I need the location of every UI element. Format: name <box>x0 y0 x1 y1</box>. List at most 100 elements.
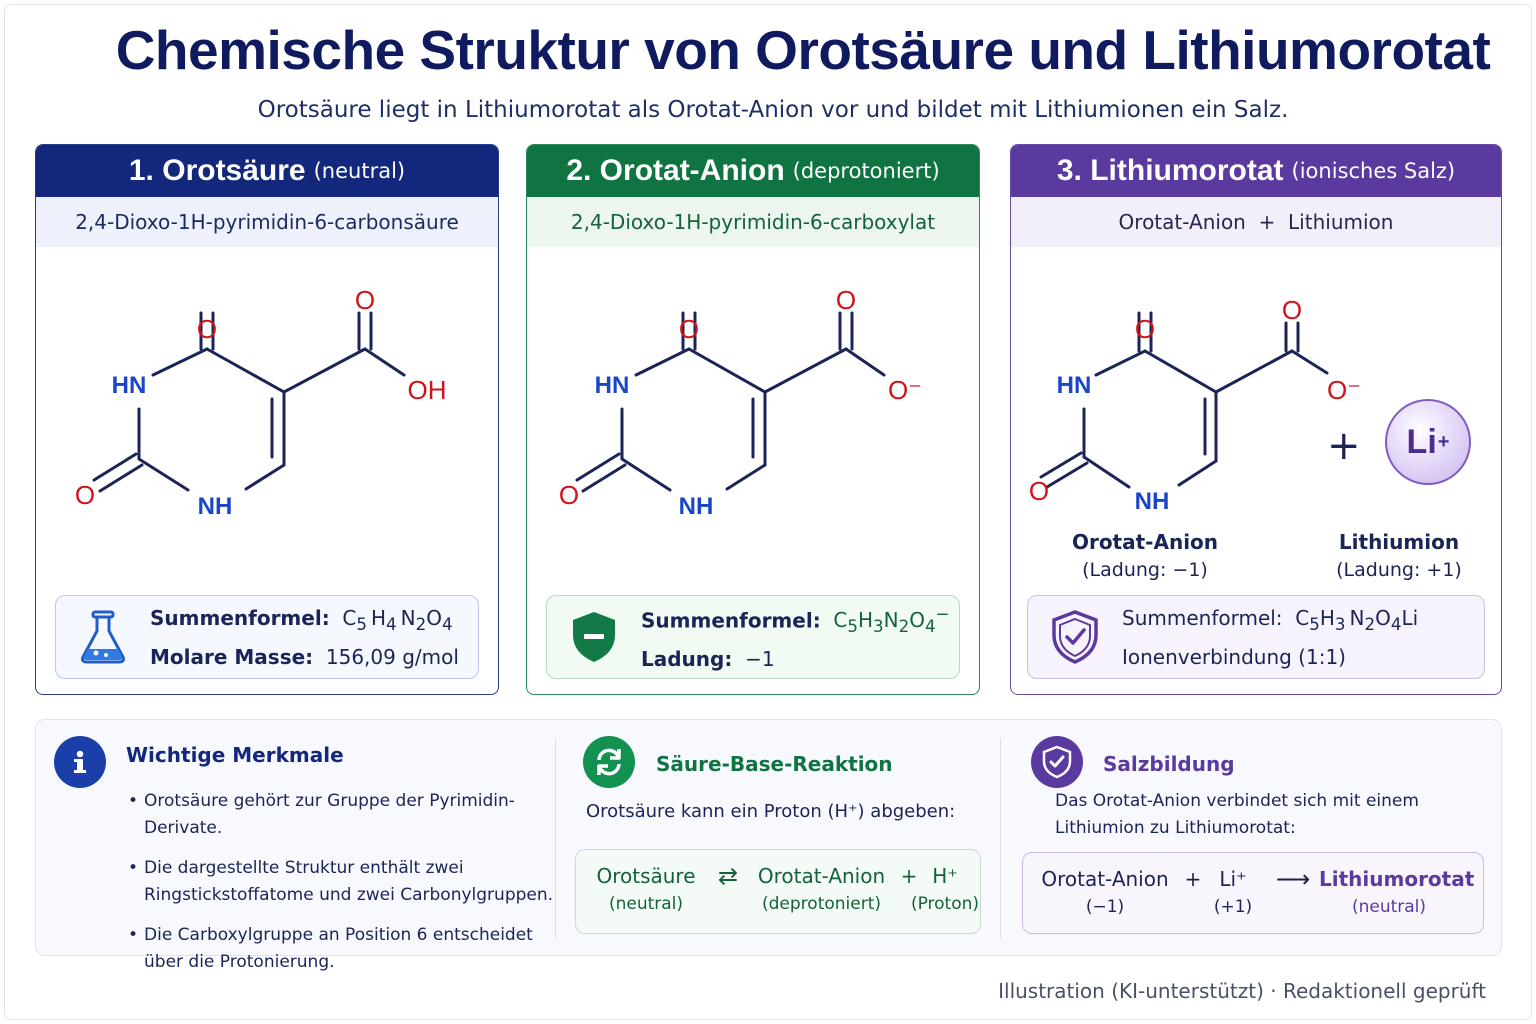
card-orotic-acid: 1. Orotsäure (neutral) 2,4-Dioxo-1H-pyri… <box>35 144 499 695</box>
compound-type: Ionenverbindung (1:1) <box>1122 644 1346 669</box>
charge-value: −1 <box>745 647 775 672</box>
formula-label: Summenformel: <box>641 608 821 633</box>
info-box: Summenformel: C5H3N2O4− Ladung: −1 <box>546 595 960 679</box>
acid-base-equation: Orotsäure(neutral) ⇄ Orotat-Anion(deprot… <box>575 849 981 934</box>
card-components: Orotat-Anion + Lithiumion <box>1011 197 1501 247</box>
atom-o-left: O <box>1029 476 1049 506</box>
equation-term: Orotat-Anion(−1) <box>1041 867 1169 917</box>
plus-sign: + <box>1184 867 1202 891</box>
equation-term: Orotat-Anion(deprotoniert) <box>757 864 886 914</box>
atom-hn: HN <box>112 372 147 399</box>
features-list: Orotsäure gehört zur Gruppe der Pyrimidi… <box>128 788 558 989</box>
page-title: Chemische Struktur von Orotsäure und Lit… <box>115 19 1491 81</box>
atom-o-top: O <box>197 314 217 344</box>
atom-nh: NH <box>679 493 714 520</box>
atom-o-minus: O⁻ <box>888 375 922 405</box>
formula-value: C5 H4 N2O4 <box>342 605 453 634</box>
formula-value: C5H3 N2O4Li <box>1295 605 1419 634</box>
atom-o-acid: O <box>836 285 856 315</box>
card-heading-note: (deprotoniert) <box>792 159 940 183</box>
reaction-arrow-icon: ⟶ <box>1275 865 1311 893</box>
iupac-name: 2,4-Dioxo-1H-pyrimidin-6-carbonsäure <box>36 197 498 247</box>
atom-o-top: O <box>679 314 699 344</box>
anion-label-title: Orotat-Anion <box>1071 530 1219 554</box>
bottom-panel: Wichtige Merkmale Orotsäure gehört zur G… <box>35 719 1502 972</box>
cation-label-charge: (Ladung: +1) <box>1336 559 1462 581</box>
molar-mass-value: 156,09 g/mol <box>325 644 459 669</box>
atom-o-minus: O⁻ <box>1327 375 1361 405</box>
plus-sign: + <box>1327 423 1361 469</box>
salt-title: Salzbildung <box>1103 752 1235 776</box>
atom-hn: HN <box>1057 372 1092 399</box>
atom-o-top: O <box>1135 314 1155 344</box>
atom-o-acid: O <box>1282 295 1302 325</box>
list-item: Die Carboxylgruppe an Position 6 entsche… <box>128 922 558 976</box>
divider <box>555 738 556 938</box>
card-orotate-anion: 2. Orotat-Anion (deprotoniert) 2,4-Dioxo… <box>526 144 980 695</box>
cation-label-title: Lithiumion <box>1338 530 1460 554</box>
formula-line: Summenformel: C5H3N2O4− <box>641 599 950 644</box>
equation-term: H⁺(Proton) <box>910 864 980 914</box>
molar-mass-line: Molare Masse: 156,09 g/mol <box>150 641 459 673</box>
info-text: Summenformel: C5H3 N2O4Li Ionenverbindun… <box>1122 602 1418 673</box>
iupac-name: 2,4-Dioxo-1H-pyrimidin-6-carboxylat <box>527 197 979 247</box>
info-text: Summenformel: C5H3N2O4− Ladung: −1 <box>641 599 950 676</box>
atom-nh: NH <box>198 493 233 520</box>
lithium-ion-badge: Li+ <box>1385 399 1471 485</box>
card-header: 3. Lithiumorotat (ionisches Salz) <box>1011 145 1501 197</box>
formula-label: Summenformel: <box>1122 605 1283 630</box>
formula-line: Summenformel: C5 H4 N2O4 <box>150 602 459 641</box>
lithium-charge: + <box>1437 430 1450 453</box>
atom-oh: OH <box>408 375 447 405</box>
info-box: Summenformel: C5H3 N2O4Li Ionenverbindun… <box>1027 595 1485 679</box>
charge-label: Ladung: <box>641 647 733 672</box>
atom-o-left: O <box>75 480 95 510</box>
charge-line: Ladung: −1 <box>641 643 950 675</box>
shield-check-icon <box>1031 736 1083 788</box>
shield-check-icon <box>1040 602 1110 672</box>
card-lithium-orotate: 3. Lithiumorotat (ionisches Salz) Orotat… <box>1010 144 1502 695</box>
footer-credit: Illustration (KI-unterstützt) · Redaktio… <box>998 979 1486 1003</box>
salt-text: Das Orotat-Anion verbindet sich mit eine… <box>1055 791 1419 838</box>
card-header: 1. Orotsäure (neutral) <box>36 145 498 197</box>
list-item: Die dargestellte Struktur enthält zwei R… <box>128 855 558 909</box>
atom-o-acid: O <box>355 285 375 315</box>
formula-value: C5H3N2O4− <box>833 604 950 637</box>
formula-label: Summenformel: <box>150 605 330 630</box>
atom-hn: HN <box>595 372 630 399</box>
card-header: 2. Orotat-Anion (deprotoniert) <box>527 145 979 197</box>
orotate-anion-structure: O O O⁻ HN NH O <box>559 285 922 520</box>
card-heading-note: (neutral) <box>313 159 406 183</box>
cycle-arrows-icon <box>583 736 635 788</box>
page-subtitle: Orotsäure liegt in Lithiumorotat als Oro… <box>257 97 1289 123</box>
equation-term: Orotsäure(neutral) <box>596 864 696 914</box>
equation-term: Lithiumorotat(neutral) <box>1319 867 1475 917</box>
atom-nh: NH <box>1135 488 1170 515</box>
anion-label: Orotat-Anion (Ladung: −1) <box>1065 528 1225 584</box>
divider <box>1000 738 1001 938</box>
cation-label: Lithiumion (Ladung: +1) <box>1319 528 1479 584</box>
molar-mass-label: Molare Masse: <box>150 644 314 669</box>
acid-base-text: Orotsäure kann ein Proton (H⁺) abgeben: <box>586 801 956 822</box>
card-heading: 2. Orotat-Anion <box>566 154 785 187</box>
acid-base-title: Säure-Base-Reaktion <box>656 752 893 776</box>
card-heading-note: (ionisches Salz) <box>1291 159 1456 183</box>
salt-equation: Orotat-Anion(−1) + Li⁺(+1) ⟶ Lithiumorot… <box>1022 852 1484 934</box>
page-frame <box>4 4 1532 1020</box>
info-icon <box>54 736 106 788</box>
features-title: Wichtige Merkmale <box>126 743 344 767</box>
info-box: Summenformel: C5 H4 N2O4 Molare Masse: 1… <box>55 595 479 679</box>
atom-o-left: O <box>559 480 579 510</box>
lithium-symbol: Li <box>1406 422 1437 461</box>
orotic-acid-structure: O O OH HN NH O <box>75 285 447 520</box>
flask-icon <box>68 602 138 672</box>
lithium-orotate-structure: O O O⁻ HN NH O <box>1029 295 1361 515</box>
equation-term: Li⁺(+1) <box>1213 867 1253 917</box>
formula-line: Summenformel: C5H3 N2O4Li <box>1122 602 1418 641</box>
shield-minus-icon <box>559 602 629 672</box>
info-text: Summenformel: C5 H4 N2O4 Molare Masse: 1… <box>150 602 459 673</box>
plus-sign: + <box>900 864 918 888</box>
anion-label-charge: (Ladung: −1) <box>1082 559 1208 581</box>
card-heading: 3. Lithiumorotat <box>1056 154 1284 187</box>
list-item: Orotsäure gehört zur Gruppe der Pyrimidi… <box>128 788 558 842</box>
